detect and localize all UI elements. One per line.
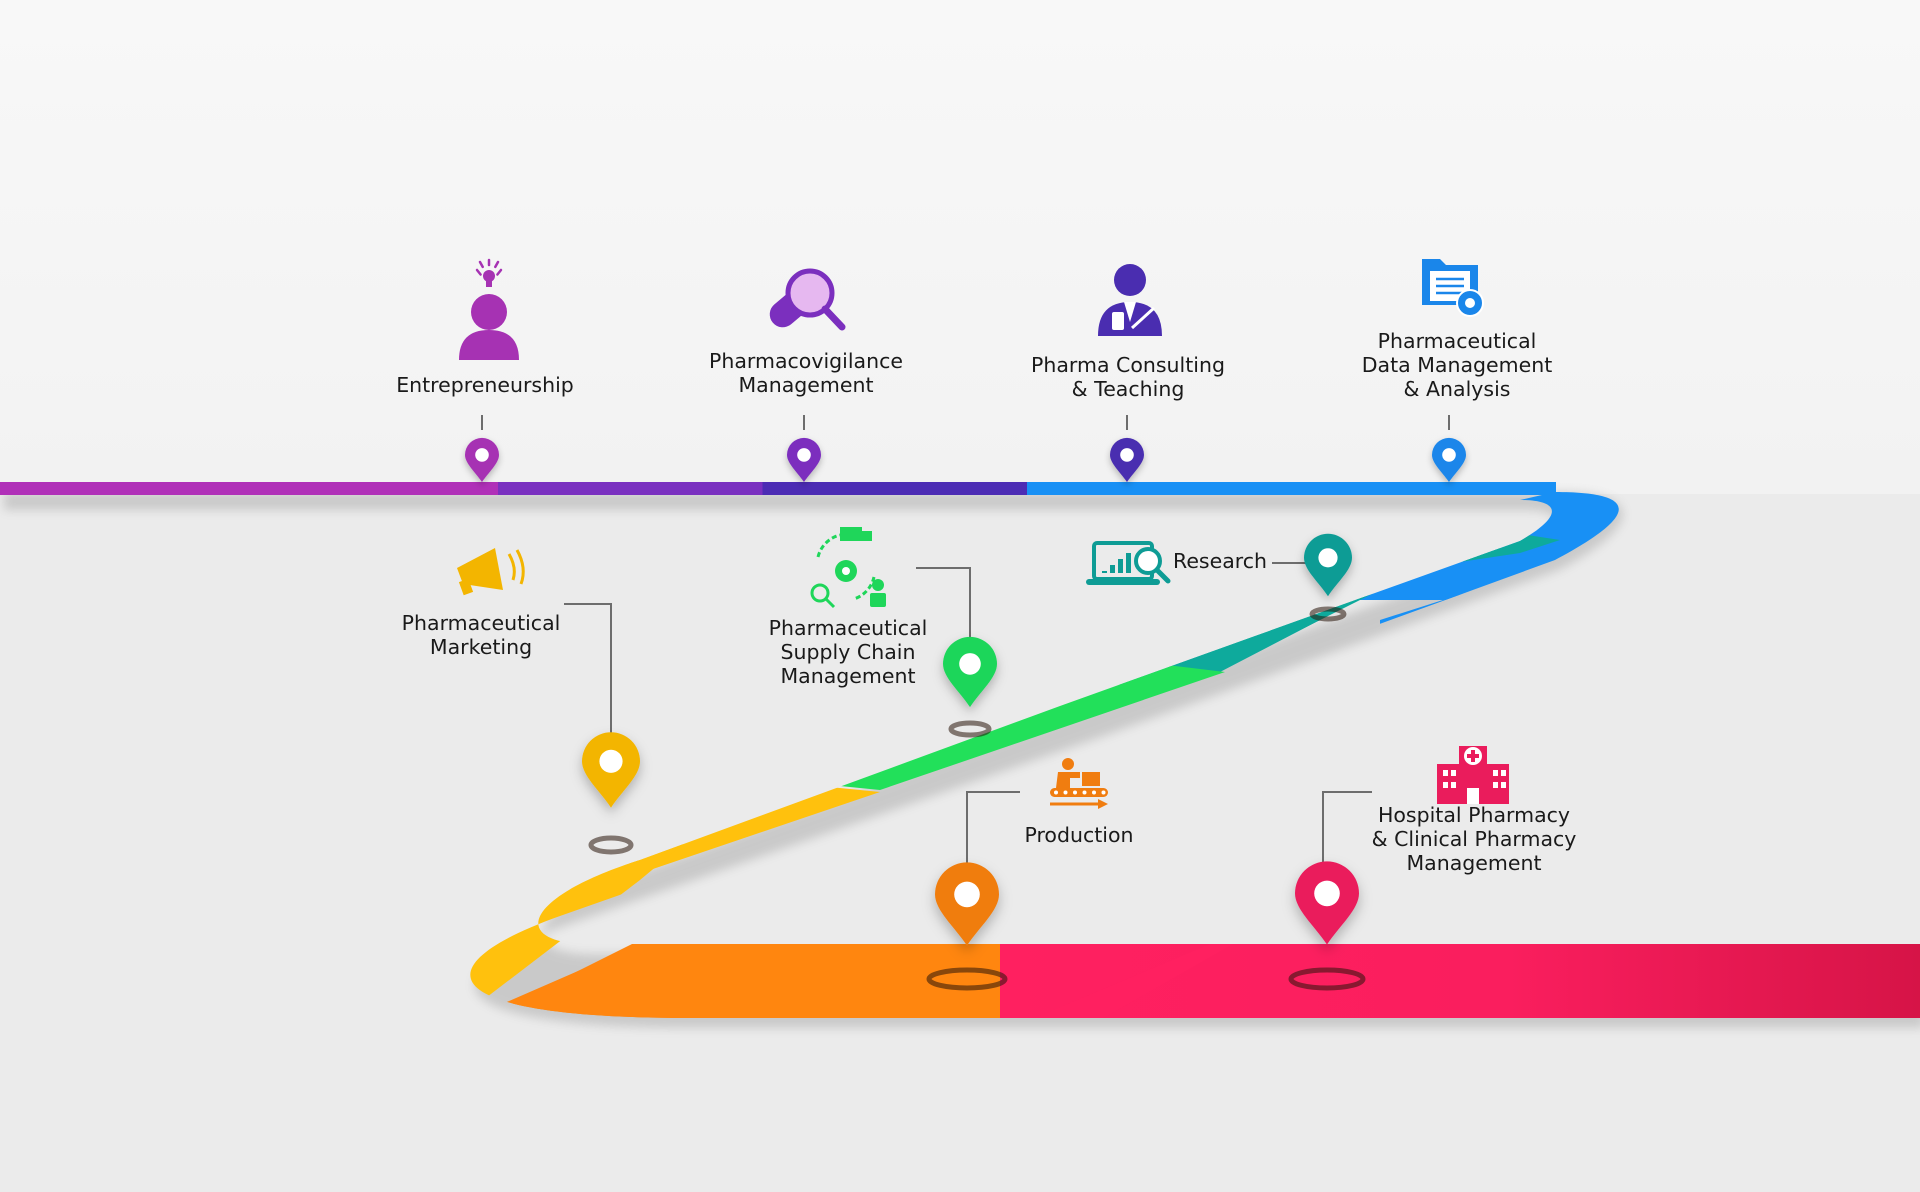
- label-line: Pharmaceutical: [402, 611, 561, 635]
- milestone-label: Entrepreneurship: [396, 373, 574, 397]
- folder-gear-icon: [1422, 259, 1484, 317]
- map-pin-icon: [787, 437, 821, 483]
- label-line: Research: [1173, 549, 1267, 573]
- pin-ground-ring: [926, 967, 1008, 991]
- pin-ground-ring: [1288, 967, 1366, 991]
- pin-ground-ring: [948, 720, 992, 738]
- label-line: Management: [1406, 851, 1541, 875]
- map-pin-icon: [1110, 437, 1144, 483]
- milestone-research: Research: [1086, 533, 1352, 622]
- map-pin-icon: [582, 732, 640, 808]
- leader-line: [966, 791, 1020, 865]
- milestone-pharma-consulting: Pharma Consulting& Teaching: [1031, 264, 1225, 483]
- label-line: Supply Chain: [781, 640, 916, 664]
- label-line: Data Management: [1362, 353, 1553, 377]
- hospital-icon: [1437, 746, 1509, 804]
- consultant-icon: [1098, 264, 1162, 336]
- capsule-magnifier-icon: [769, 268, 846, 331]
- pin-ground-ring: [1309, 606, 1347, 622]
- leader-line: [916, 567, 971, 642]
- idea-person-icon: [459, 258, 519, 360]
- leader-line: [564, 603, 612, 738]
- label-line: Production: [1024, 823, 1133, 847]
- milestone-label: Research: [1173, 549, 1267, 573]
- map-pin-icon: [935, 862, 999, 946]
- milestone-entrepreneurship: Entrepreneurship: [396, 258, 574, 483]
- map-pin-icon: [1304, 533, 1352, 597]
- label-line: & Clinical Pharmacy: [1372, 827, 1577, 851]
- supply-chain-icon: [810, 527, 886, 609]
- pin-ground-ring: [588, 835, 634, 855]
- label-line: Marketing: [430, 635, 532, 659]
- label-line: Management: [738, 373, 873, 397]
- milestone-production: Production: [926, 758, 1134, 991]
- map-pin-icon: [943, 636, 997, 708]
- label-line: & Teaching: [1072, 377, 1185, 401]
- label-line: Pharmaceutical: [769, 616, 928, 640]
- label-line: & Analysis: [1404, 377, 1511, 401]
- label-line: Entrepreneurship: [396, 373, 574, 397]
- label-line: Pharma Consulting: [1031, 353, 1225, 377]
- road-top-segment: [0, 482, 1556, 495]
- label-line: Management: [780, 664, 915, 688]
- label-line: Pharmaceutical: [1378, 329, 1537, 353]
- background-upper: [0, 0, 1920, 494]
- map-pin-icon: [1295, 861, 1359, 945]
- laptop-analytics-icon: [1086, 541, 1171, 585]
- megaphone-icon: [457, 548, 525, 596]
- milestone-label: Production: [1024, 823, 1133, 847]
- milestone-label: Pharma Consulting& Teaching: [1031, 353, 1225, 401]
- map-pin-icon: [465, 437, 499, 483]
- map-pin-icon: [1432, 437, 1466, 483]
- leader-line: [1322, 791, 1372, 864]
- conveyor-icon: [1050, 758, 1108, 809]
- label-line: Hospital Pharmacy: [1378, 803, 1570, 827]
- label-line: Pharmacovigilance: [709, 349, 903, 373]
